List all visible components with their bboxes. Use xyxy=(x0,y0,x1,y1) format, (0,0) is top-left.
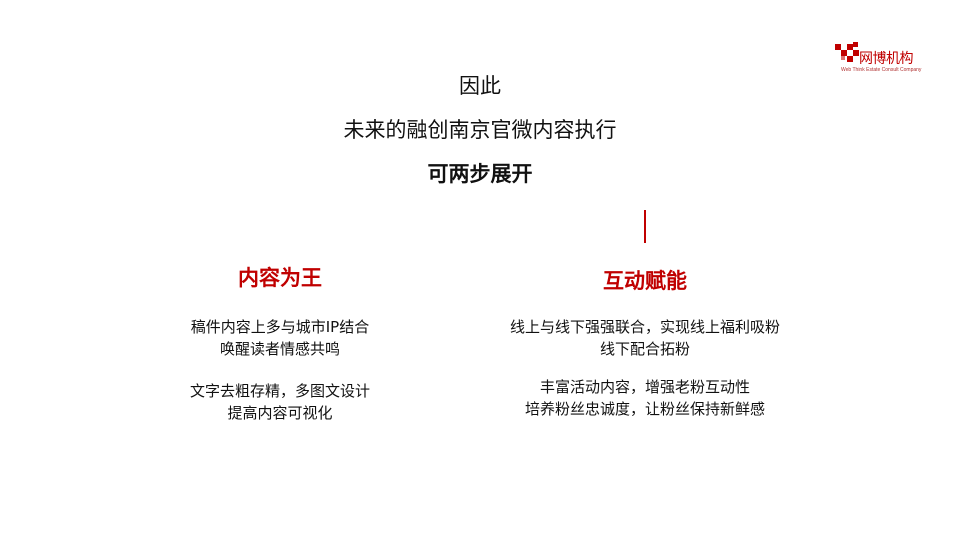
paragraph-line: 唤醒读者情感共鸣 xyxy=(219,340,340,358)
paragraph-line: 提高内容可视化 xyxy=(227,404,333,422)
company-logo: 网博机构 Web Think Estate Consult Company xyxy=(835,42,925,86)
red-divider-line xyxy=(644,210,646,243)
paragraph-line: 丰富活动内容，增强老粉互动性 xyxy=(539,378,750,396)
paragraph-line: 稿件内容上多与城市IP结合 xyxy=(190,318,370,336)
logo-name-cn: 网博机构 xyxy=(859,51,914,67)
column-title: 内容为王 xyxy=(238,266,322,290)
paragraph: 文字去粗存精，多图文设计 提高内容可视化 xyxy=(140,380,420,424)
logo-name-en: Web Think Estate Consult Company xyxy=(841,67,922,73)
paragraph-line: 文字去粗存精，多图文设计 xyxy=(189,382,370,400)
column-title: 互动赋能 xyxy=(603,269,687,293)
paragraph-line: 线上与线下强强联合，实现线上福利吸粉 xyxy=(509,318,780,336)
paragraph-line: 培养粉丝忠诚度，让粉丝保持新鲜感 xyxy=(524,400,765,418)
paragraph: 稿件内容上多与城市IP结合 唤醒读者情感共鸣 xyxy=(140,316,420,360)
paragraph-line: 线下配合拓粉 xyxy=(599,340,690,358)
paragraph: 丰富活动内容，增强老粉互动性 培养粉丝忠诚度，让粉丝保持新鲜感 xyxy=(470,376,820,420)
intro-line-1: 因此 xyxy=(459,74,501,98)
paragraph: 线上与线下强强联合，实现线上福利吸粉 线下配合拓粉 xyxy=(470,316,820,360)
intro-line-2: 未来的融创南京官微内容执行 xyxy=(343,118,617,142)
checker-w-logo-icon xyxy=(835,42,859,62)
intro-line-3: 可两步展开 xyxy=(427,162,533,186)
